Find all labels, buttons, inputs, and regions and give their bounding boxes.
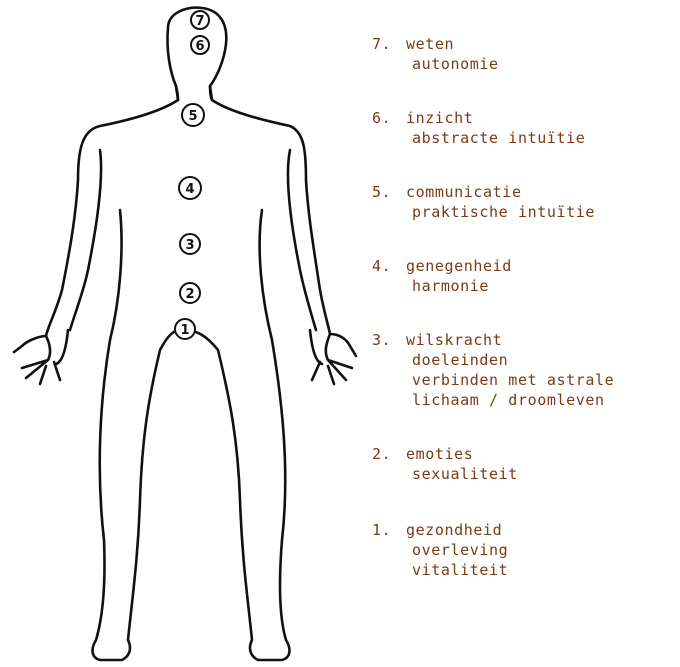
legend-line: wilskracht [406, 331, 502, 349]
legend-entry-7: 7.weten autonomie [372, 34, 499, 74]
neck-left [176, 86, 178, 100]
legend-line: praktische intuïtie [372, 202, 595, 222]
chakra-5-label: 5 [188, 109, 197, 124]
legend-line: vitaliteit [372, 560, 508, 580]
chakra-7-label: 7 [195, 14, 204, 29]
chakra-4-label: 4 [185, 182, 194, 197]
legend-line: communicatie [406, 183, 522, 201]
legend-line: autonomie [372, 54, 499, 74]
legend-number: 3 [372, 331, 382, 349]
legend-number: 7 [372, 35, 382, 53]
legend-entry-4: 4.genegenheid harmonie [372, 256, 512, 296]
legend-line: gezondheid [406, 521, 502, 539]
legend-entry-5: 5.communicatie praktische intuïtie [372, 182, 595, 222]
body-outline-figure: 7 6 5 4 3 2 1 [0, 0, 360, 667]
legend-line: overleving [372, 540, 508, 560]
chakra-1-label: 1 [180, 323, 189, 338]
chakra-2-label: 2 [185, 287, 194, 302]
legend-entry-1: 1.gezondheid overleving vitaliteit [372, 520, 508, 580]
body-right-outline [184, 100, 356, 660]
chakra-6-label: 6 [195, 39, 204, 54]
legend-line: harmonie [372, 276, 512, 296]
legend-line: abstracte intuïtie [372, 128, 585, 148]
legend-entry-3: 3.wilskracht doeleinden verbinden met as… [372, 330, 614, 410]
legend-number: 6 [372, 109, 382, 127]
chakra-3-label: 3 [185, 238, 194, 253]
legend-line: genegenheid [406, 257, 512, 275]
legend-number: 2 [372, 445, 382, 463]
legend-line: emoties [406, 445, 473, 463]
legend-line: verbinden met astrale [372, 370, 614, 390]
legend-number: 1 [372, 521, 382, 539]
legend-line: sexualiteit [372, 464, 518, 484]
legend-entry-6: 6.inzicht abstracte intuïtie [372, 108, 585, 148]
legend-number: 4 [372, 257, 382, 275]
legend-entry-2: 2.emoties sexualiteit [372, 444, 518, 484]
legend-line: weten [406, 35, 454, 53]
legend-line: doeleinden [372, 350, 614, 370]
legend-line: inzicht [406, 109, 473, 127]
legend-number: 5 [372, 183, 382, 201]
body-left-outline [14, 100, 180, 660]
legend-line: lichaam / droomleven [372, 390, 614, 410]
